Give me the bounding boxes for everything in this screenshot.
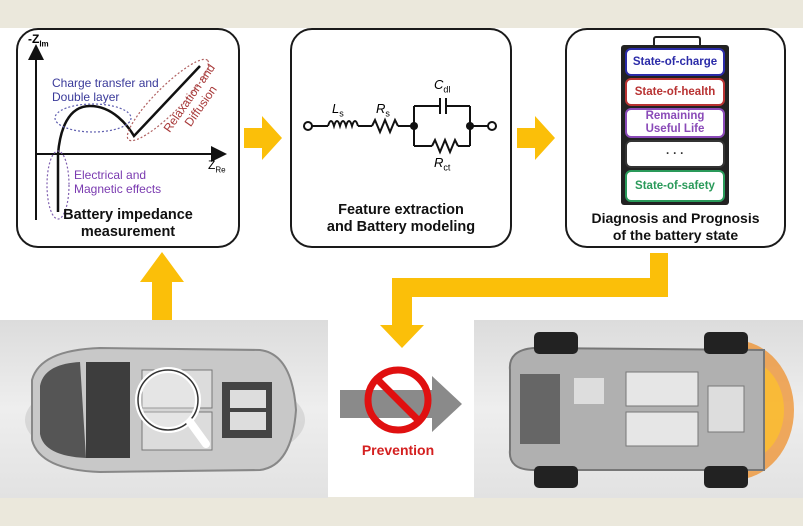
battery-terminal — [653, 36, 701, 47]
battery-pack — [625, 411, 699, 447]
node-right — [466, 122, 474, 130]
engine-bay — [40, 362, 86, 458]
node-left — [410, 122, 418, 130]
modeling-caption: Feature extraction and Battery modeling — [326, 202, 476, 235]
cell-state-of-safety: State-of-safety — [625, 170, 725, 202]
charge-transfer-label: Charge transfer and Double layer — [52, 76, 159, 104]
modeling-panel: Ls Rs Cdl Rct Feature extraction and Bat… — [290, 28, 512, 248]
charge-region-ellipse — [54, 103, 132, 133]
electrical-region-ellipse — [46, 150, 70, 220]
x-axis-label: ZRe — [208, 158, 226, 175]
cell-remaining-useful-life: Remaining Useful Life — [625, 108, 725, 138]
terminal-left — [303, 121, 313, 131]
resistor-rs — [371, 117, 399, 135]
label-rs: Rs — [376, 101, 390, 119]
label-rct: Rct — [434, 155, 451, 173]
nyquist-plot — [28, 44, 227, 220]
cell-state-of-charge: State-of-charge — [625, 48, 725, 76]
terminal-right — [487, 121, 497, 131]
electrical-effects-label: Electrical and Magnetic effects — [74, 168, 162, 196]
impedance-curve — [56, 65, 201, 212]
windshield — [86, 362, 130, 458]
inductor-ls — [327, 120, 359, 130]
label-ls: Ls — [332, 101, 344, 119]
y-axis-label: -ZIm — [28, 32, 49, 49]
diagnosis-panel: State-of-charge State-of-health Remainin… — [565, 28, 786, 248]
ev-car-illustration — [25, 346, 305, 474]
cell-state-of-health: State-of-health — [625, 78, 725, 106]
cell-ellipsis: · · · — [625, 140, 725, 168]
impedance-panel: -ZIm ZRe Charge transfer and Double laye… — [16, 28, 240, 248]
resistor-rct — [431, 137, 459, 155]
ev-fire-photo — [474, 320, 803, 498]
relax-region-ellipse — [126, 58, 210, 142]
ev-battery-photo — [0, 320, 328, 498]
equivalent-circuit — [303, 98, 497, 155]
impedance-caption: Battery impedance measurement — [63, 207, 193, 240]
diagnosis-caption: Diagnosis and Prognosis of the battery s… — [591, 210, 760, 243]
prevention-label: Prevention — [361, 442, 435, 458]
label-cdl: Cdl — [434, 77, 451, 95]
wheel — [534, 332, 578, 354]
chassis — [508, 346, 765, 471]
burning-chassis-illustration — [508, 332, 794, 488]
